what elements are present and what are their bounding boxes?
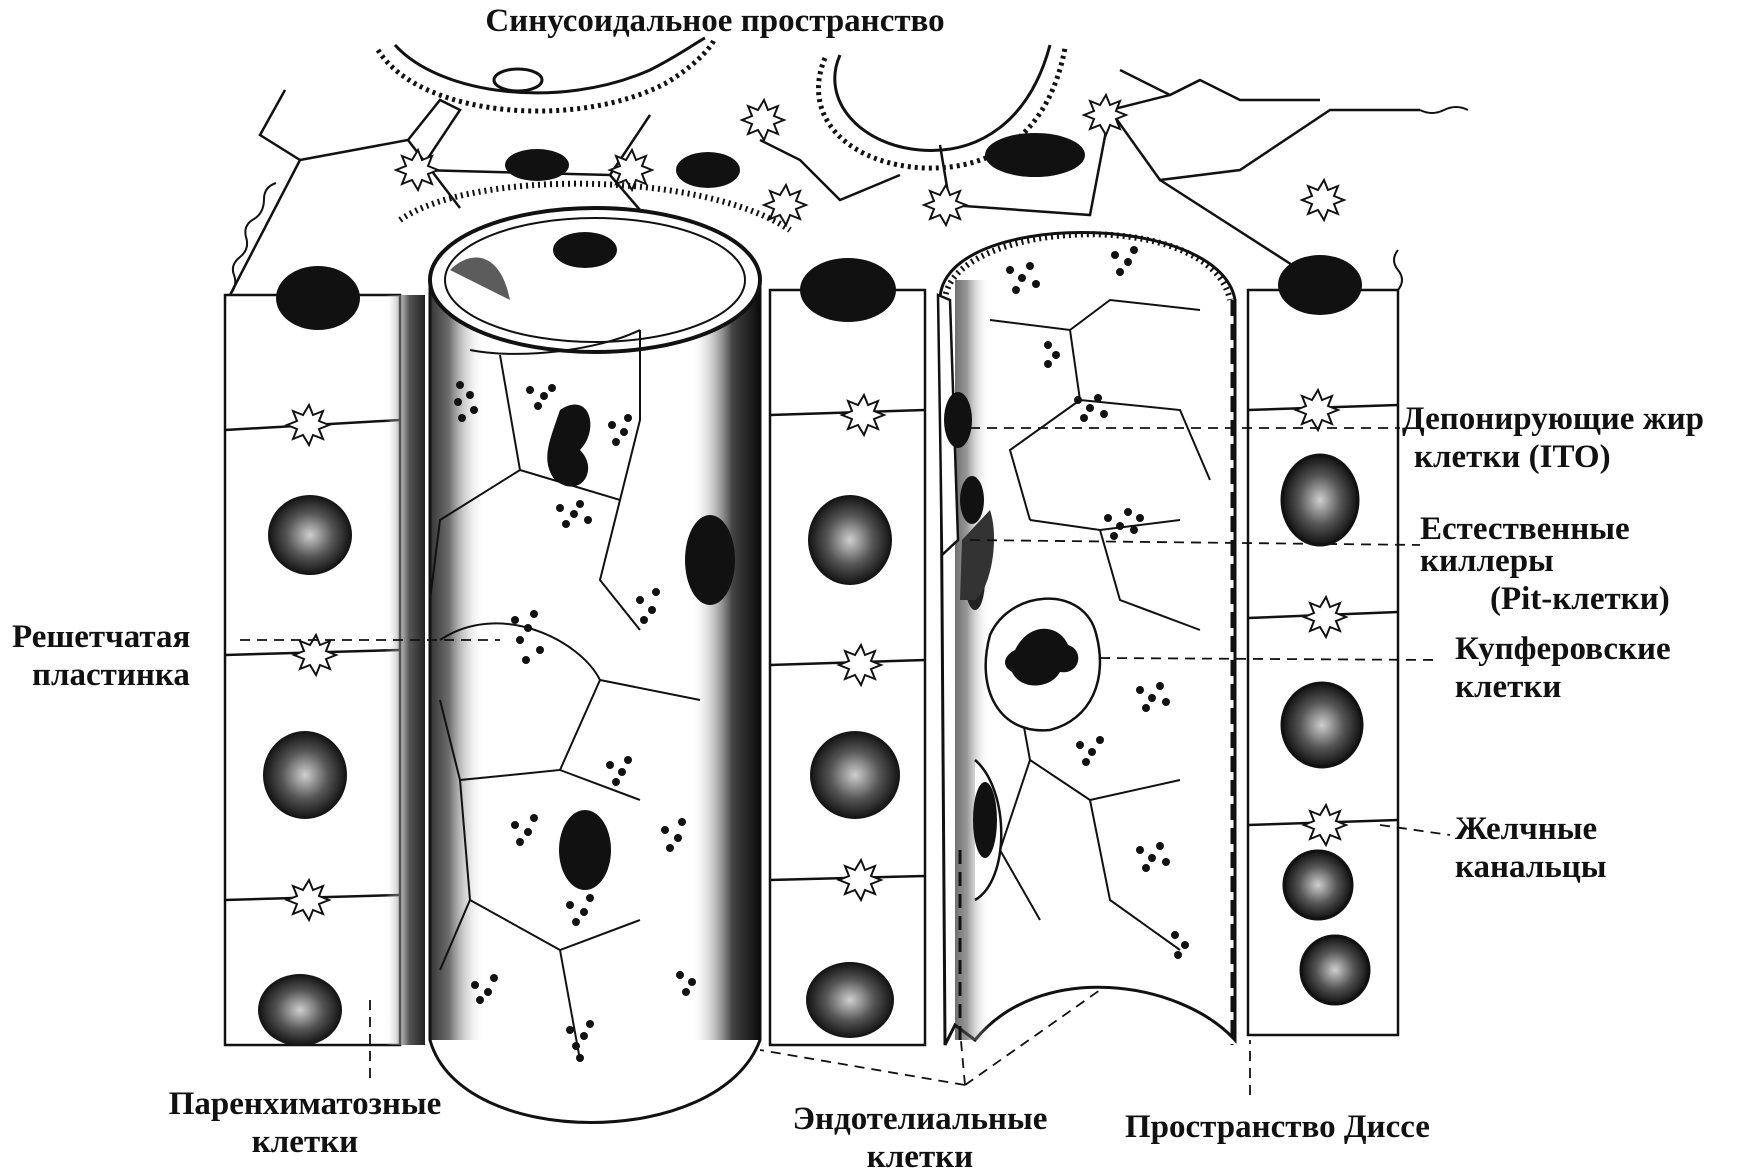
label-kupffer-line2: клетки [1455, 668, 1671, 706]
label-natural-killers-line3: (Pit-клетки) [1420, 580, 1670, 618]
label-parenchymal-cells: Паренхиматозные клетки [140, 1085, 470, 1161]
label-endothelial-line1: Эндотелиальные [775, 1100, 1065, 1138]
left-sinusoid-tube [400, 184, 790, 1123]
left-bile-canaliculi [287, 405, 336, 920]
label-fat-storing-line1: Депонирующие жир [1402, 400, 1704, 438]
label-parenchymal-line2: клетки [140, 1123, 470, 1161]
label-reticular-line1: Решетчатая [12, 618, 190, 656]
label-disse-space: Пространство Диссе [1125, 1108, 1430, 1146]
label-endothelial-line2: клетки [775, 1138, 1065, 1176]
top-sinusoid-left [378, 38, 714, 111]
label-natural-killers-line2: киллеры [1420, 542, 1670, 580]
label-bile-line1: Желчные [1455, 810, 1607, 848]
label-endothelial-cells: Эндотелиальные клетки [775, 1100, 1065, 1176]
top-plate-nuclei [505, 133, 1085, 188]
left-column-shadow [385, 295, 425, 1045]
label-reticular-line2: пластинка [12, 656, 190, 694]
label-kupffer-line1: Купферовские [1455, 630, 1671, 668]
label-natural-killers: Естественные киллеры (Pit-клетки) [1420, 510, 1670, 618]
label-reticular-plate: Решетчатая пластинка [12, 618, 190, 694]
label-bile-line2: канальцы [1455, 848, 1607, 886]
middle-bile-canaliculi [839, 395, 884, 900]
label-bile-canaliculi: Желчные канальцы [1455, 810, 1607, 886]
label-parenchymal-line1: Паренхиматозные [140, 1085, 470, 1123]
label-fat-storing-line2: клетки (ITO) [1402, 438, 1704, 476]
middle-column-nuclei [800, 258, 900, 1038]
label-kupffer-cells: Купферовские клетки [1455, 630, 1671, 706]
label-sinusoidal-space: Синусоидальное пространство [455, 2, 975, 40]
label-fat-storing-cells: Депонирующие жир клетки (ITO) [1402, 400, 1704, 476]
right-sinusoid-tube [938, 233, 1235, 1046]
